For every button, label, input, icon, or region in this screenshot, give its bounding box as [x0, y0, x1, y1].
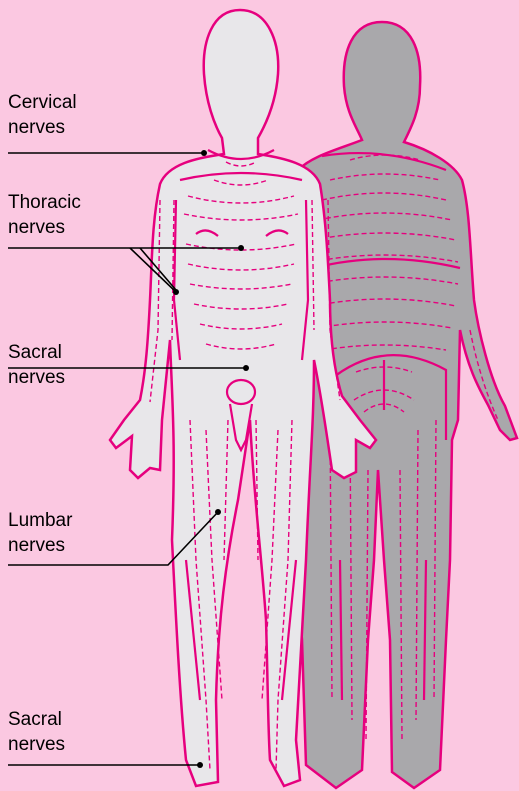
label-thoracic-nerves: Thoracic nerves: [8, 190, 208, 240]
label-sacral-lower-line1: Sacral: [8, 707, 208, 732]
dot-thoracic-arm: [173, 289, 179, 295]
label-cervical-line1: Cervical: [8, 90, 208, 115]
label-lumbar-line2: nerves: [8, 533, 208, 558]
label-lumbar-nerves: Lumbar nerves: [8, 508, 208, 558]
label-sacral-upper-line1: Sacral: [8, 340, 208, 365]
label-sacral-nerves-lower: Sacral nerves: [8, 707, 208, 757]
label-sacral-nerves-upper: Sacral nerves: [8, 340, 208, 390]
dot-thoracic-chest: [238, 245, 244, 251]
label-thoracic-line2: nerves: [8, 215, 208, 240]
dot-cervical: [201, 150, 207, 156]
label-cervical-line2: nerves: [8, 115, 208, 140]
label-thoracic-line1: Thoracic: [8, 190, 208, 215]
label-sacral-upper-line2: nerves: [8, 365, 208, 390]
label-lumbar-line1: Lumbar: [8, 508, 208, 533]
dot-sacral-lower: [197, 762, 203, 768]
dot-sacral-upper: [243, 365, 249, 371]
dot-lumbar: [215, 509, 221, 515]
label-sacral-lower-line2: nerves: [8, 732, 208, 757]
label-cervical-nerves: Cervical nerves: [8, 90, 208, 140]
